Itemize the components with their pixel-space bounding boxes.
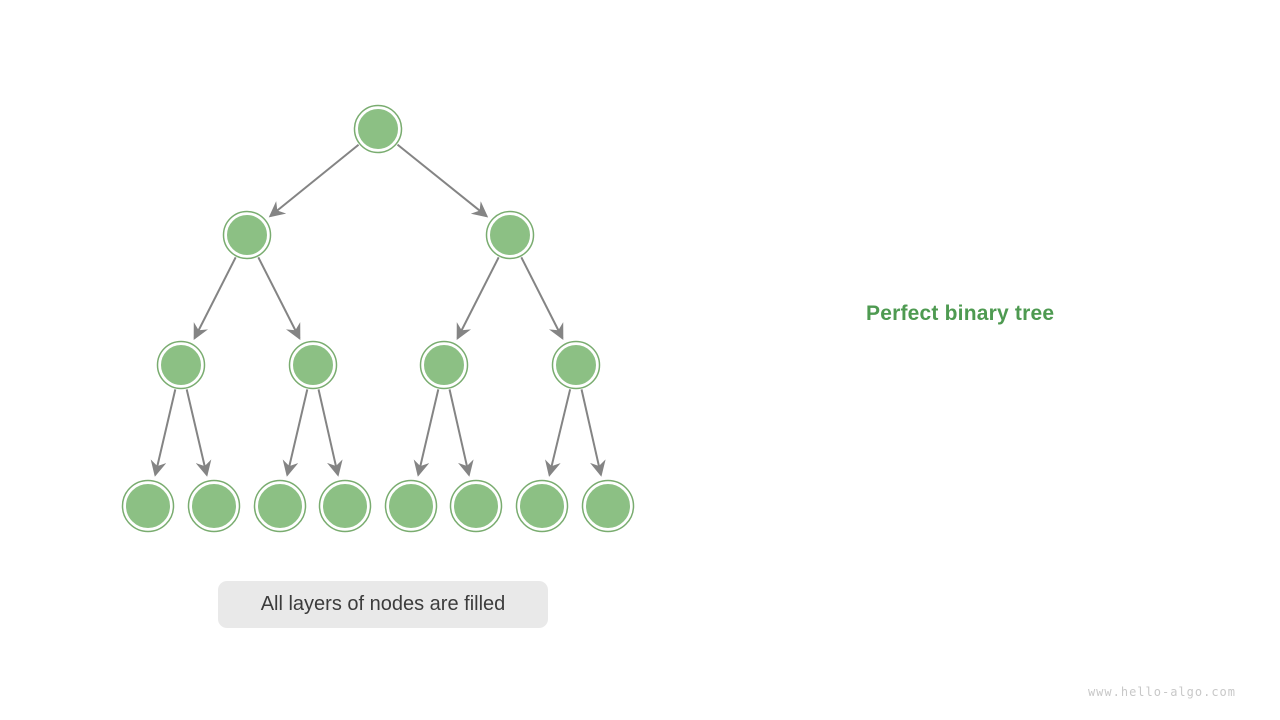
tree-edge (580, 389, 606, 477)
tree-node (187, 479, 241, 533)
tree-node (222, 210, 272, 260)
tree-node (288, 340, 338, 390)
tree-edge (268, 143, 360, 218)
tree-edge (257, 256, 301, 341)
tree-node (551, 340, 601, 390)
tree-edge (282, 389, 309, 477)
tree-node (384, 479, 438, 533)
tree-node (581, 479, 635, 533)
tree-node (419, 340, 469, 390)
tree-edge (185, 389, 212, 477)
binary-tree-diagram (121, 104, 635, 533)
watermark: www.hello-algo.com (1087, 685, 1236, 699)
tree-edge (448, 389, 474, 477)
tree-edge (193, 256, 237, 341)
tree-edge (520, 256, 564, 341)
diagram-title: Perfect binary tree (866, 302, 1055, 325)
tree-node (121, 479, 175, 533)
tree-node (318, 479, 372, 533)
tree-node (449, 479, 503, 533)
caption-text: All layers of nodes are filled (260, 593, 506, 615)
tree-edge (317, 389, 343, 477)
tree-node (515, 479, 569, 533)
caption-box: All layers of nodes are filled (218, 581, 548, 628)
tree-edge (396, 143, 489, 218)
tree-edge (150, 389, 177, 477)
tree-node (156, 340, 206, 390)
tree-edge (545, 389, 572, 477)
tree-edge (456, 256, 500, 341)
tree-node (353, 104, 403, 154)
tree-edge (413, 389, 440, 477)
tree-node (485, 210, 535, 260)
tree-node (253, 479, 307, 533)
